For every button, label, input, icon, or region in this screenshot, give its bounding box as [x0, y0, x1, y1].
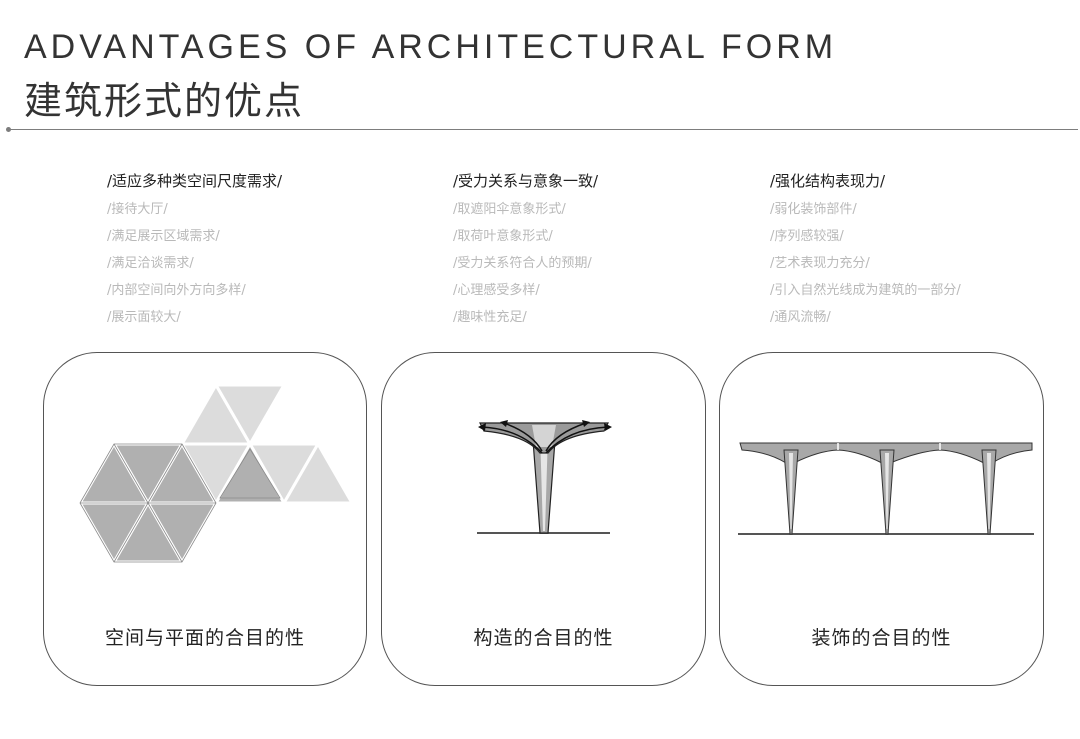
- list-item: /心理感受多样/: [453, 283, 540, 298]
- page-title-cn: 建筑形式的优点: [24, 79, 305, 123]
- list-item: /取荷叶意象形式/: [453, 229, 553, 244]
- list-item: /序列感较强/: [770, 229, 844, 244]
- card-decoration: 装饰的合目的性: [719, 352, 1044, 686]
- umbrella-column-illustration: [477, 420, 612, 534]
- triangle-hexagon-illustration: [78, 383, 354, 564]
- advantage-column-1: /适应多种类空间尺度需求/ /接待大厅/ /满足展示区域需求/ /满足洽谈需求/…: [107, 170, 427, 331]
- column-heading: /强化结构表现力/: [770, 172, 886, 190]
- column-list: /接待大厅/ /满足展示区域需求/ /满足洽谈需求/ /内部空间向外方向多样/ …: [107, 196, 427, 331]
- column-list: /弱化装饰部件/ /序列感较强/ /艺术表现力充分/ /引入自然光线成为建筑的一…: [770, 196, 1080, 331]
- list-item: /接待大厅/: [107, 202, 168, 217]
- card-label: 构造的合目的性: [473, 627, 614, 649]
- list-item: /弱化装饰部件/: [770, 202, 857, 217]
- list-item: /艺术表现力充分/: [770, 256, 870, 271]
- list-item: /满足洽谈需求/: [107, 256, 194, 271]
- list-item: /展示面较大/: [107, 310, 181, 325]
- divider-dot: [6, 127, 11, 132]
- card-label: 空间与平面的合目的性: [104, 627, 305, 649]
- advantage-column-2: /受力关系与意象一致/ /取遮阳伞意象形式/ /取荷叶意象形式/ /受力关系符合…: [453, 170, 773, 331]
- list-item: /受力关系符合人的预期/: [453, 256, 592, 271]
- column-heading: /受力关系与意象一致/: [453, 172, 599, 190]
- list-item: /取遮阳伞意象形式/: [453, 202, 566, 217]
- card-label: 装饰的合目的性: [811, 627, 952, 649]
- list-item: /引入自然光线成为建筑的一部分/: [770, 283, 961, 298]
- list-item: /通风流畅/: [770, 310, 831, 325]
- divider-line: [10, 129, 1078, 130]
- list-item: /趣味性充足/: [453, 310, 527, 325]
- column-list: /取遮阳伞意象形式/ /取荷叶意象形式/ /受力关系符合人的预期/ /心理感受多…: [453, 196, 773, 331]
- card-construction: 构造的合目的性: [381, 352, 706, 686]
- column-sequence-illustration: [738, 442, 1034, 535]
- list-item: /满足展示区域需求/: [107, 229, 220, 244]
- card-space-plan: 空间与平面的合目的性: [43, 352, 367, 686]
- advantage-column-3: /强化结构表现力/ /弱化装饰部件/ /序列感较强/ /艺术表现力充分/ /引入…: [770, 170, 1080, 331]
- column-heading: /适应多种类空间尺度需求/: [107, 172, 283, 190]
- list-item: /内部空间向外方向多样/: [107, 283, 246, 298]
- page-title-en: ADVANTAGES OF ARCHITECTURAL FORM: [24, 28, 838, 66]
